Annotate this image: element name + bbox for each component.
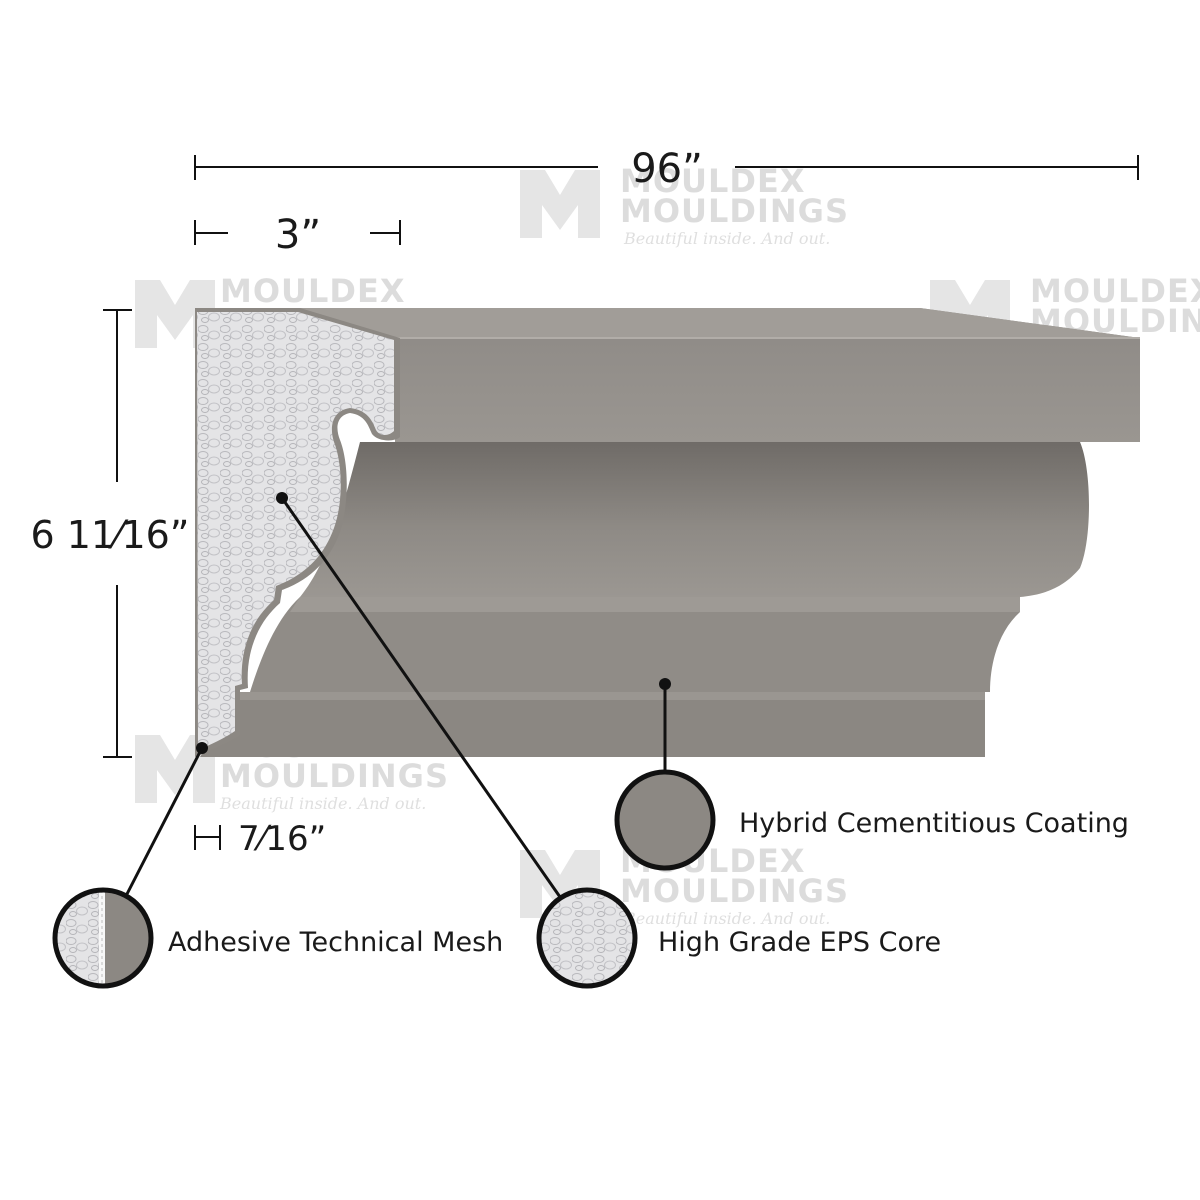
callout-coating: Hybrid Cementitious Coating	[614, 678, 1129, 871]
core-swatch	[539, 890, 635, 986]
dimension-coating-thickness-label: 7⁄16”	[238, 819, 326, 859]
svg-text:Beautiful inside. And out.: Beautiful inside. And out.	[219, 794, 426, 813]
callout-core: High Grade EPS Core	[276, 492, 941, 989]
dimension-length-label: 96”	[631, 146, 703, 192]
svg-text:Beautiful inside. And out.: Beautiful inside. And out.	[623, 229, 830, 248]
label-core: High Grade EPS Core	[658, 927, 941, 958]
label-coating: Hybrid Cementitious Coating	[739, 808, 1129, 839]
dimension-length	[194, 155, 1139, 180]
dimension-height	[103, 309, 132, 758]
moulding-body	[195, 308, 1140, 757]
svg-text:Beautiful inside. And out.: Beautiful inside. And out.	[623, 909, 830, 928]
svg-text:MOULDEX: MOULDEX	[620, 162, 806, 200]
dimension-width-label: 3”	[275, 212, 321, 258]
svg-text:MOULDINGS: MOULDINGS	[220, 757, 449, 795]
coating-swatch	[614, 769, 716, 871]
label-mesh: Adhesive Technical Mesh	[168, 927, 503, 958]
svg-text:MOULDEX: MOULDEX	[220, 272, 406, 310]
dimension-height-label: 6 11⁄16”	[31, 513, 190, 557]
svg-text:MOULDEX: MOULDEX	[1030, 272, 1200, 310]
dimension-coating-thickness	[194, 825, 221, 850]
callout-mesh: Adhesive Technical Mesh	[52, 742, 503, 989]
dimension-width	[194, 220, 401, 245]
eps-profile	[195, 308, 400, 757]
svg-text:MOULDINGS: MOULDINGS	[620, 192, 849, 230]
svg-text:MOULDINGS: MOULDINGS	[620, 872, 849, 910]
mesh-swatch	[55, 890, 151, 986]
